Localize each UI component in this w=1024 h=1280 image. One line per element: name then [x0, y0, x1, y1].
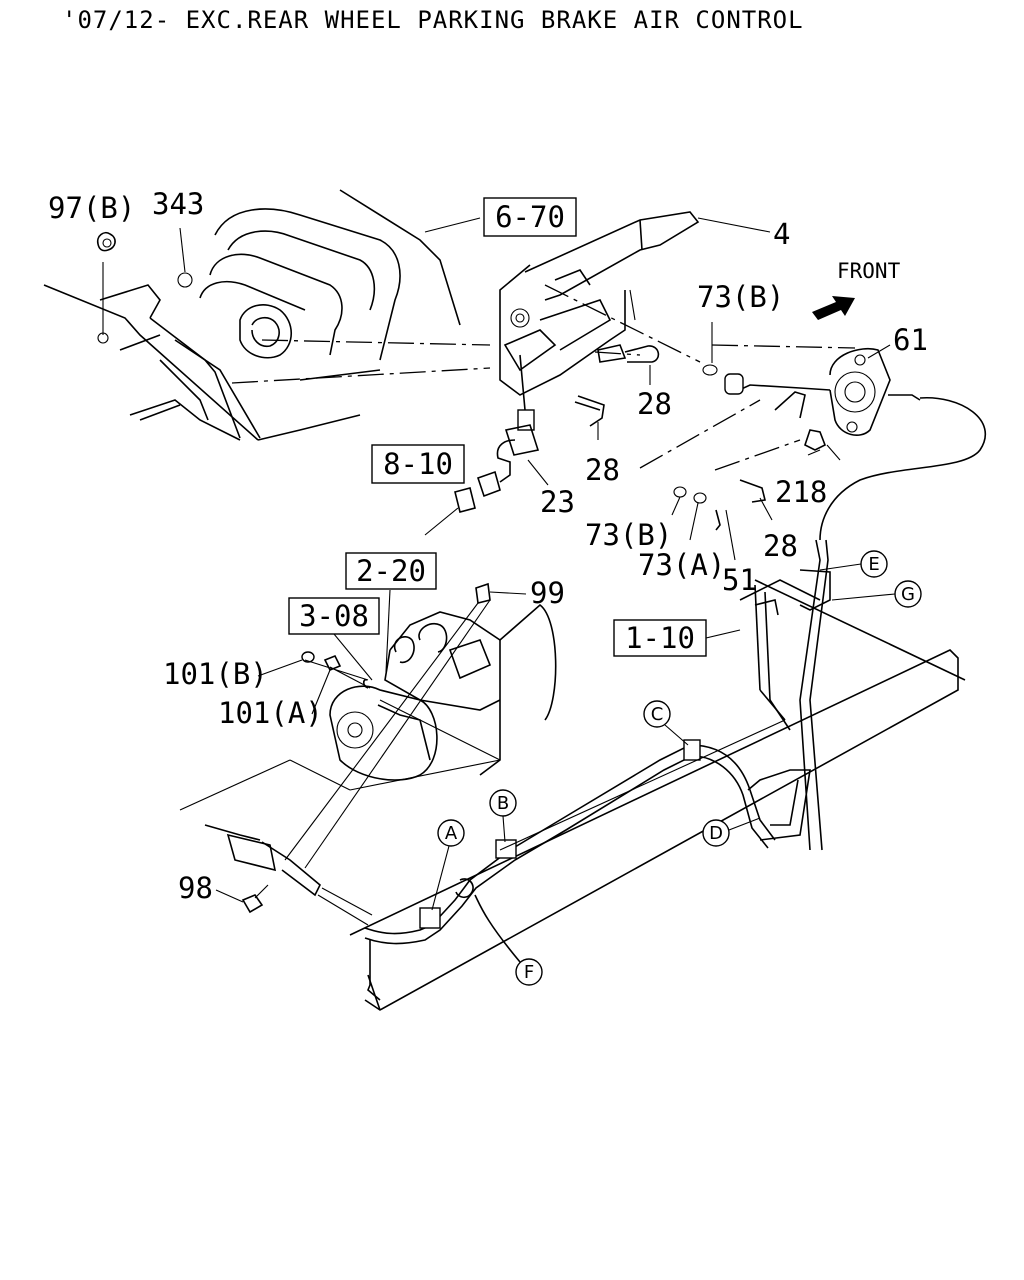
part-label-61: 61 [893, 323, 928, 357]
ref-box-6-70: 6-70 [483, 197, 577, 237]
callout-a: A [437, 819, 465, 847]
ref-box-6-70-text: 6-70 [495, 200, 565, 234]
part-label-73b-top: 73(B) [697, 280, 784, 314]
ref-box-2-20-text: 2-20 [356, 554, 426, 588]
parking-brake-lever-drawing [424, 211, 771, 536]
ref-box-8-10-text: 8-10 [383, 447, 453, 481]
callout-c: C [643, 700, 671, 728]
callout-e-text: E [868, 554, 879, 575]
part-label-28-a: 28 [637, 387, 672, 421]
part-label-28-b: 28 [585, 453, 620, 487]
ref-box-8-10: 8-10 [371, 444, 465, 484]
part-label-4: 4 [773, 217, 790, 251]
callout-b-text: B [497, 793, 509, 814]
callout-d: D [702, 819, 730, 847]
cable-assembly-drawing [639, 322, 987, 851]
ref-box-1-10-text: 1-10 [625, 621, 695, 655]
diagram-title: '07/12- EXC.REAR WHEEL PARKING BRAKE AIR… [62, 6, 804, 34]
ref-box-2-20: 2-20 [345, 552, 437, 590]
transmission-drawing [179, 582, 557, 869]
part-label-343: 343 [152, 187, 204, 221]
part-label-98: 98 [178, 871, 213, 905]
ref-box-3-08: 3-08 [288, 597, 380, 635]
callout-g: G [894, 580, 922, 608]
part-label-28-c: 28 [763, 529, 798, 563]
front-label: FRONT [837, 259, 901, 283]
part-label-23: 23 [540, 485, 575, 519]
callout-e: E [860, 550, 888, 578]
part-label-99: 99 [530, 576, 565, 610]
callout-f-text: F [524, 962, 534, 983]
part-label-101b: 101(B) [163, 657, 268, 691]
part-label-51: 51 [722, 563, 757, 597]
callout-a-text: A [445, 823, 458, 844]
floor-panel-drawing [43, 189, 491, 441]
callout-c-text: C [651, 704, 664, 725]
part-label-73b-bottom: 73(B) [585, 518, 672, 552]
callout-d-text: D [709, 823, 723, 844]
part-label-97b: 97(B) [48, 191, 135, 225]
part-label-73a: 73(A) [638, 548, 725, 582]
frame-and-cable-routing-drawing [349, 569, 966, 1011]
callout-f: F [515, 958, 543, 986]
front-direction-arrow [812, 296, 855, 320]
lower-cable-drawing [204, 824, 373, 926]
part-label-101a: 101(A) [218, 696, 323, 730]
callout-b: B [489, 789, 517, 817]
ref-box-1-10: 1-10 [613, 619, 707, 657]
part-label-218: 218 [775, 475, 827, 509]
ref-box-3-08-text: 3-08 [299, 599, 369, 633]
callout-g-text: G [901, 584, 915, 605]
